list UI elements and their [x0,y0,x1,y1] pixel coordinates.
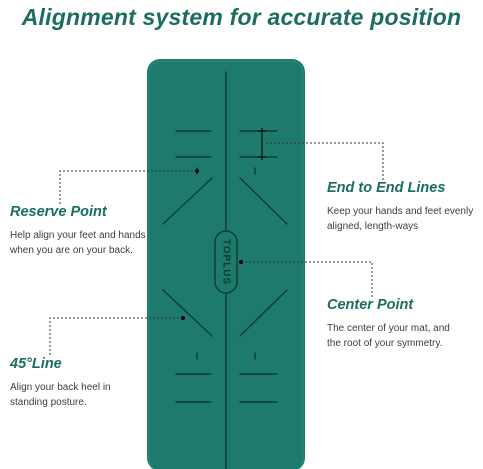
upper-right-diagonal [239,177,288,225]
leader-forty-five [49,317,183,356]
center-logo-capsule [214,230,238,294]
logo-text: TOPLUS [220,239,231,285]
lower-left-diagonal [162,289,213,337]
callout-title: Reserve Point [10,204,107,220]
callout-title: 45°Line [10,356,62,372]
lower-right-diagonal [239,289,288,337]
callout-title: End to End Lines [327,180,446,196]
callout-title: Center Point [327,297,414,313]
leader-reserve [59,170,197,205]
callout-reserve-point: Reserve Point Help align your feet and h… [10,204,185,258]
callout-center-point: Center Point The center of your mat, and… [327,297,477,351]
upper-left-diagonal [162,177,213,225]
leader-end-to-end [266,142,384,180]
callout-end-to-end-lines: End to End Lines Keep your hands and fee… [327,180,477,234]
headline: Alignment system for accurate position [21,4,462,30]
